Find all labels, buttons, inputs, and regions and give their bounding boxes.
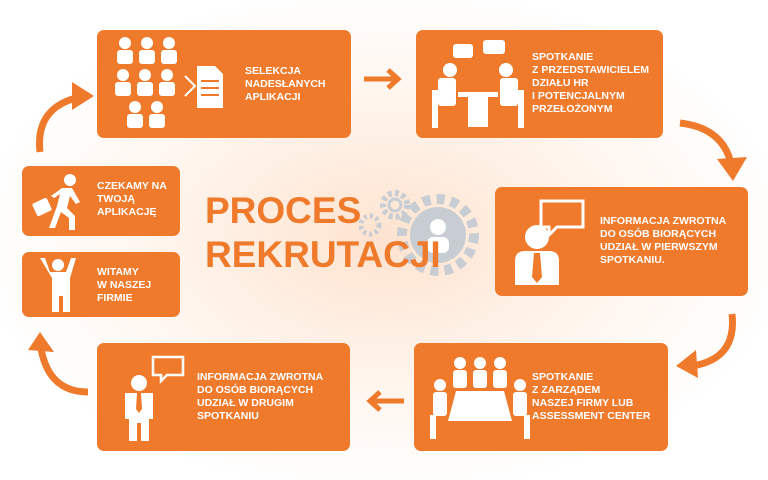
text-line: APLIKACJI bbox=[245, 91, 301, 103]
text-line: CZEKAMY NA bbox=[97, 180, 167, 192]
step-feedback-second-text: INFORMACJA ZWROTNA DO OSÓB BIORĄCYCH UDZ… bbox=[197, 371, 323, 423]
step-welcome: WITAMY W NASZEJ FIRMIE bbox=[22, 252, 180, 317]
text-line: DO OSÓB BIORĄCYCH bbox=[600, 228, 717, 240]
text-line: Z ZARZĄDEM bbox=[532, 384, 601, 396]
text-line: UDZIAŁ W PIERWSZYM bbox=[600, 241, 718, 253]
step-selection-text: SELEKCJA NADESŁANYCH APLIKACJI bbox=[245, 65, 326, 104]
step-board-meeting: SPOTKANIE Z ZARZĄDEM NASZEJ FIRMY LUB AS… bbox=[414, 343, 668, 451]
title-line-2: REKRUTACJI bbox=[205, 234, 441, 275]
gears-icon bbox=[358, 190, 479, 276]
text-line: ASSESSMENT CENTER bbox=[532, 410, 651, 422]
person-speech-icon bbox=[125, 355, 185, 441]
curved-arrow-down-left-icon bbox=[676, 313, 736, 378]
text-line: TWOJĄ bbox=[97, 193, 135, 205]
step-feedback-second: INFORMACJA ZWROTNA DO OSÓB BIORĄCYCH UDZ… bbox=[97, 343, 350, 451]
meeting-icon bbox=[432, 40, 524, 128]
title-line-1: PROCES bbox=[205, 190, 362, 231]
board-meeting-icon bbox=[430, 357, 530, 439]
people-grid-document-icon bbox=[115, 37, 223, 128]
step-waiting-text: CZEKAMY NA TWOJĄ APLIKACJĘ bbox=[97, 180, 167, 219]
text-line: DZIAŁU HR bbox=[532, 77, 589, 89]
step-board-meeting-text: SPOTKANIE Z ZARZĄDEM NASZEJ FIRMY LUB AS… bbox=[532, 371, 650, 423]
arrow-left-icon bbox=[366, 390, 404, 412]
step-hr-meeting-text: SPOTKANIE Z PRZEDSTAWICIELEM DZIAŁU HR I… bbox=[532, 51, 649, 116]
step-hr-meeting: SPOTKANIE Z PRZEDSTAWICIELEM DZIAŁU HR I… bbox=[416, 30, 663, 138]
text-line: INFORMACJA ZWROTNA bbox=[600, 215, 727, 227]
curved-arrow-up-right-icon bbox=[36, 82, 94, 153]
text-line: DO OSÓB BIORĄCYCH bbox=[197, 384, 314, 396]
step-welcome-text: WITAMY W NASZEJ FIRMIE bbox=[97, 266, 151, 305]
curved-arrow-down-right-icon bbox=[679, 119, 747, 181]
text-line: SPOTKANIU. bbox=[600, 254, 665, 266]
text-line: APLIKACJĘ bbox=[97, 206, 157, 218]
text-line: WITAMY bbox=[97, 266, 139, 278]
step-waiting: CZEKAMY NA TWOJĄ APLIKACJĘ bbox=[22, 166, 180, 236]
person-speech-icon bbox=[515, 199, 585, 285]
text-line: UDZIAŁ W DRUGIM bbox=[197, 397, 294, 409]
person-cheering-icon bbox=[40, 258, 76, 312]
text-line: PRZEŁOŻONYM bbox=[532, 103, 613, 115]
text-line: SPOTKANIU bbox=[197, 410, 259, 422]
person-running-icon bbox=[32, 174, 80, 230]
text-line: NASZEJ FIRMY LUB bbox=[532, 397, 634, 409]
text-line: NADESŁANYCH bbox=[245, 78, 326, 90]
text-line: W NASZEJ bbox=[97, 279, 152, 291]
text-line: SPOTKANIE bbox=[532, 51, 594, 63]
step-feedback-first-text: INFORMACJA ZWROTNA DO OSÓB BIORĄCYCH UDZ… bbox=[600, 215, 726, 267]
text-line: Z PRZEDSTAWICIELEM bbox=[532, 64, 650, 76]
text-line: SPOTKANIE bbox=[532, 371, 594, 383]
text-line: INFORMACJA ZWROTNA bbox=[197, 371, 324, 383]
text-line: I POTENCJALNYM bbox=[532, 90, 625, 102]
curved-arrow-down-right-left-icon bbox=[28, 332, 89, 396]
text-line: SELEKCJA bbox=[245, 65, 302, 77]
arrow-right-icon bbox=[364, 68, 402, 90]
text-line: FIRMIE bbox=[97, 292, 133, 304]
step-selection: SELEKCJA NADESŁANYCH APLIKACJI bbox=[97, 30, 351, 138]
step-feedback-first: INFORMACJA ZWROTNA DO OSÓB BIORĄCYCH UDZ… bbox=[495, 187, 748, 296]
